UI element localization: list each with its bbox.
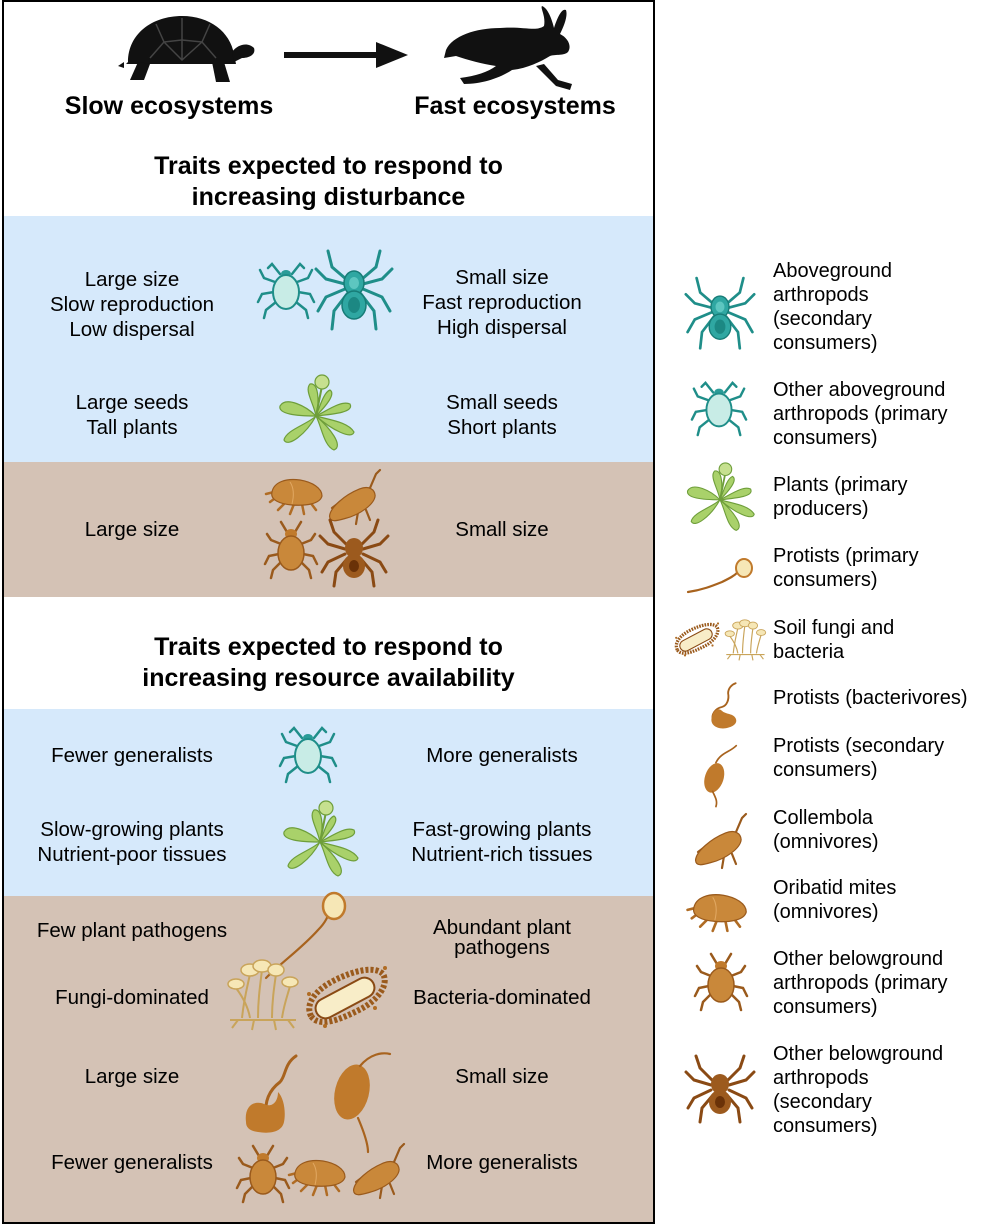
s2-row6-left: Fewer generalists bbox=[51, 1151, 213, 1174]
section1-belowground-band bbox=[4, 462, 653, 597]
legend-item-oribatid-mites: Oribatid mites(omnivores) bbox=[773, 877, 897, 923]
tortoise-icon bbox=[118, 16, 255, 82]
s2-row4-left: Fungi-dominated bbox=[55, 986, 209, 1009]
plant-icon bbox=[282, 800, 359, 877]
fast-ecosystems-label: Fast ecosystems bbox=[414, 92, 616, 120]
s2-row1-left: Fewer generalists bbox=[51, 744, 213, 767]
s1-row3-left: Large size bbox=[84, 518, 180, 541]
mite-teal-icon bbox=[256, 262, 316, 320]
collembola-icon bbox=[346, 1142, 406, 1200]
s2-row1-right: More generalists bbox=[426, 744, 578, 767]
flagellate-icon bbox=[264, 891, 347, 980]
flagellate-icon bbox=[686, 557, 754, 594]
slow-ecosystems-label: Slow ecosystems bbox=[64, 92, 274, 120]
section1-title-line2: increasing disturbance bbox=[191, 183, 466, 211]
fungi-icon bbox=[227, 959, 299, 1031]
s2-row4-right: Bacteria-dominated bbox=[413, 986, 591, 1009]
spider-brown-icon bbox=[318, 518, 390, 588]
s2-row6-right: More generalists bbox=[426, 1151, 578, 1174]
hare-icon bbox=[444, 6, 572, 90]
ciliate-icon bbox=[699, 744, 738, 808]
fungi-bacteria-icon bbox=[673, 619, 767, 661]
section2-title-line2: increasing resource availability bbox=[142, 664, 515, 692]
diagram-panel: Slow ecosystems Fast ecosystems Traits e… bbox=[2, 0, 655, 1224]
spider-teal-icon bbox=[684, 276, 756, 350]
mite-teal-icon bbox=[690, 381, 748, 437]
bacteria-icon bbox=[302, 962, 388, 1032]
legend-item-collembola: Collembola(omnivores) bbox=[773, 807, 879, 853]
oribatid-mite-icon bbox=[264, 478, 324, 516]
s1-row3-right: Small size bbox=[455, 518, 549, 541]
collembola-icon bbox=[688, 812, 748, 870]
mite-teal-icon bbox=[278, 726, 338, 784]
plant-icon bbox=[278, 374, 355, 451]
oribatid-mite-icon bbox=[287, 1159, 347, 1197]
ciliate-icon bbox=[334, 1052, 392, 1154]
beetle-brown-icon bbox=[693, 952, 749, 1012]
plant-icon bbox=[686, 461, 756, 532]
beetle-brown-icon bbox=[235, 1144, 291, 1204]
arrow-icon bbox=[284, 42, 408, 68]
s2-row3-left: Few plant pathogens bbox=[36, 919, 228, 942]
legend-item-protists-bacterivores: Protists (bacterivores) bbox=[773, 687, 968, 709]
collembola-icon bbox=[322, 468, 382, 526]
oribatid-mite-icon bbox=[686, 893, 748, 933]
section2-title-line1: Traits expected to respond to bbox=[154, 633, 503, 661]
amoeba-icon bbox=[710, 682, 738, 730]
amoeba-icon bbox=[245, 1054, 298, 1133]
s2-row5-right: Small size bbox=[455, 1065, 549, 1088]
s2-row5-left: Large size bbox=[84, 1065, 180, 1088]
beetle-brown-icon bbox=[263, 520, 319, 580]
spider-brown-icon bbox=[684, 1054, 756, 1124]
spider-teal-icon bbox=[314, 249, 394, 331]
section1-title-line1: Traits expected to respond to bbox=[154, 152, 503, 180]
